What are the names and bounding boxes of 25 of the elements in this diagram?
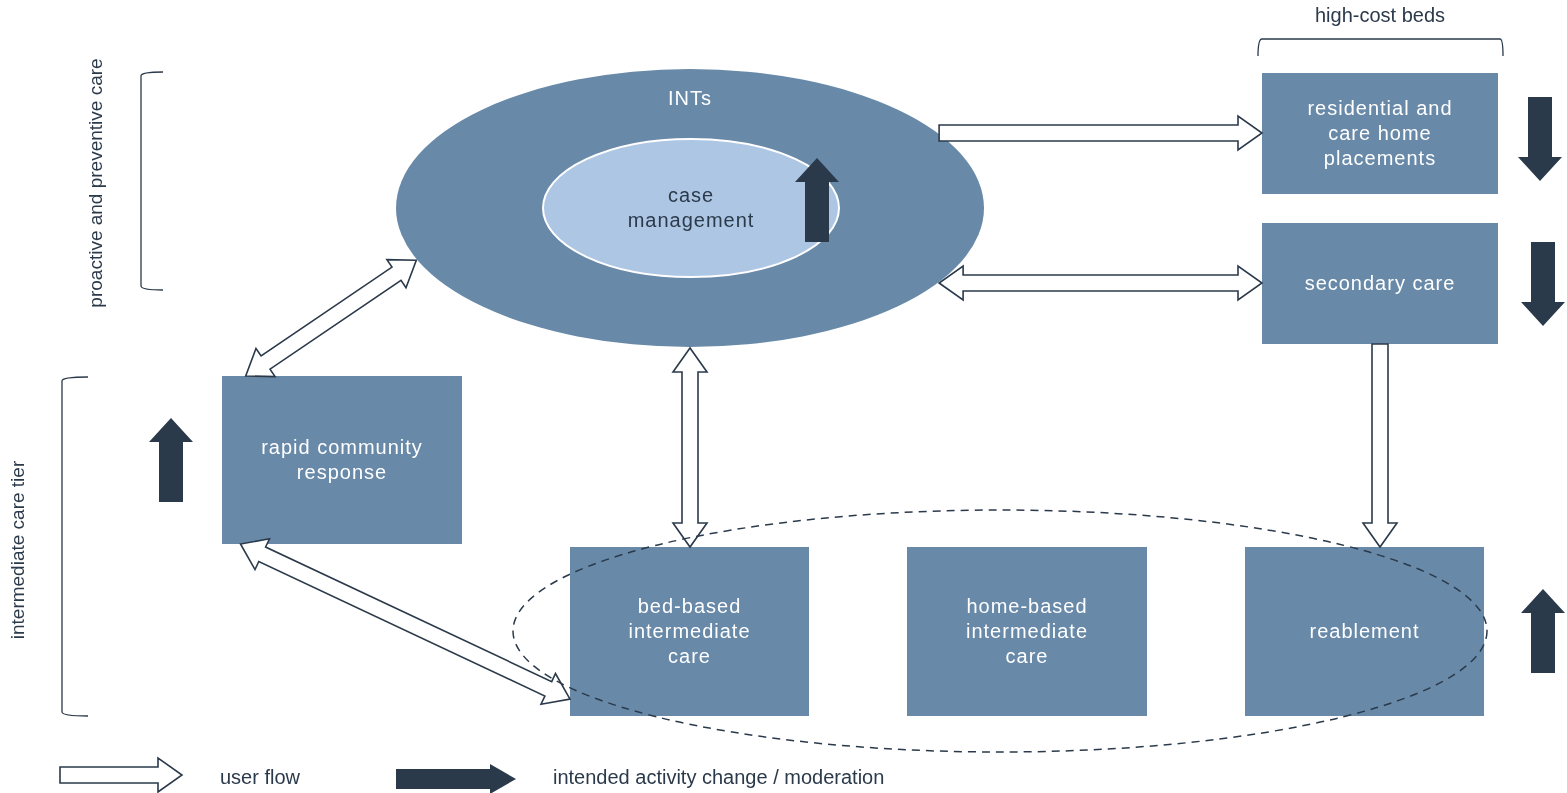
node-label: secondary care bbox=[1304, 271, 1456, 296]
service-box bbox=[1262, 223, 1498, 344]
node-label: residential and care home placements bbox=[1306, 96, 1454, 171]
legend-label: intended activity change / moderation bbox=[553, 766, 885, 789]
flow-arrow bbox=[1361, 343, 1399, 549]
service-box bbox=[1245, 547, 1484, 716]
flow-arrow bbox=[239, 537, 572, 706]
node-label: case management bbox=[626, 183, 756, 233]
node-label: home-based intermediate care bbox=[964, 594, 1090, 669]
node-label: reablement bbox=[1309, 619, 1420, 644]
node-label: INTs bbox=[668, 86, 712, 111]
node-label: bed-based intermediate care bbox=[627, 594, 752, 669]
service-box bbox=[1262, 73, 1498, 194]
section-label: intermediate care tier bbox=[7, 460, 29, 640]
service-box bbox=[907, 547, 1147, 716]
service-box bbox=[570, 547, 809, 716]
node-label: rapid community response bbox=[260, 435, 424, 485]
legend-label: user flow bbox=[220, 766, 301, 789]
flow-arrow bbox=[244, 258, 418, 378]
flow-arrow bbox=[938, 114, 1264, 152]
service-box bbox=[222, 376, 462, 544]
flow-arrow bbox=[671, 346, 709, 549]
section-label: proactive and preventive care bbox=[85, 58, 107, 308]
group-label: high-cost beds bbox=[1314, 3, 1446, 27]
flow-arrow bbox=[937, 264, 1264, 302]
